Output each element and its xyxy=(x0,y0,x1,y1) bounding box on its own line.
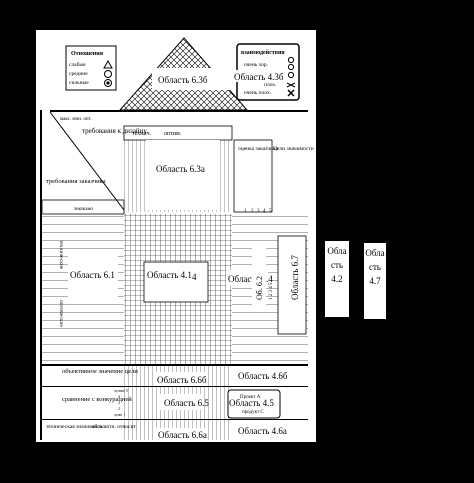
legend-interaction-title: взаимодействия xyxy=(241,49,285,56)
compare-scale: лучше 5 4 3 2 хуже 1 xyxy=(114,388,128,417)
area-4-1: Область 4.1 xyxy=(147,270,192,280)
double-plus-icon xyxy=(287,56,295,64)
area-4-5-product: продукт С xyxy=(242,410,264,415)
area-4-2-box: Обла сть 4.2 xyxy=(325,241,349,317)
area-6-1: Область 6.1 xyxy=(70,270,115,280)
roof-right-label: Область 4.3б xyxy=(234,72,284,82)
area-4-5-project: Проект А xyxy=(240,395,261,400)
rating-tick: 4 xyxy=(263,209,266,214)
roof-label: Область 6.3б xyxy=(158,75,208,85)
minus-icon xyxy=(286,82,296,88)
customer-assessment: оценка заказчика xyxy=(238,146,278,152)
double-minus-icon xyxy=(287,89,295,97)
target-values: Цели значимости xyxy=(273,146,314,152)
rating-tick: 1 xyxy=(244,209,247,214)
area-4-1-extra: 4 xyxy=(192,272,197,282)
rating-tick: 5 xyxy=(269,209,272,214)
tech-value-label: техническая значимость xyxy=(46,424,103,430)
compare-tick: хуже 1 xyxy=(114,412,125,417)
area-6-2: Об. 6.2 xyxy=(255,276,264,300)
area-4-6a: Область 4.6а xyxy=(238,426,287,436)
legend-interaction-item: очень плох. xyxy=(244,90,272,96)
circle-icon xyxy=(104,70,112,78)
area-4-7-box: Обла сть 4.7 xyxy=(364,243,386,319)
legend-interaction-item: очень хор. xyxy=(244,62,269,68)
compare-tick: 4 xyxy=(118,394,120,399)
area-4-7-line: сть xyxy=(368,262,382,272)
area-4-2-line: сть xyxy=(330,260,344,270)
rating-tick: 2 xyxy=(251,209,254,214)
area-4-5: Область 4.5 xyxy=(229,398,274,408)
optical-label: оптические xyxy=(58,300,64,327)
compare-tick: 2 xyxy=(118,406,120,411)
area-6-7: Область 6.7 xyxy=(290,255,300,300)
objective-label: объективное значение цели xyxy=(62,368,138,375)
legend-relations-item: сильные xyxy=(69,80,89,86)
double-circle-icon xyxy=(104,79,112,87)
compare-tick: 3 xyxy=(118,400,120,405)
rating-small: 1 2 3 4 5 xyxy=(269,282,274,300)
area-4-4: Область 4.4 xyxy=(228,274,273,284)
tech-header: технич. xyxy=(132,131,152,137)
value-label: значимо xyxy=(73,206,93,212)
area-4-2-line: 4.2 xyxy=(331,274,343,284)
legend-relations-title: Отношения xyxy=(71,51,104,57)
rating-scale: 1 2 3 4 5 xyxy=(244,209,272,214)
compare-label: сравнение с конкурацией xyxy=(62,396,132,403)
area-6-6a: Область 6.6а xyxy=(158,430,207,440)
opt-header: оптим. xyxy=(164,131,182,137)
technical-label: технические xyxy=(58,240,64,270)
rating-tick: 3 xyxy=(257,209,260,214)
design-req-label: требования к дизайну xyxy=(82,127,147,135)
area-4-2-line: Обла xyxy=(327,246,347,256)
area-4-7-line: 4.7 xyxy=(369,276,381,286)
legend-interaction-item: плох. xyxy=(264,82,277,88)
customer-req-label: требования заказчика xyxy=(46,178,106,185)
area-6-3a: Область 6.3а xyxy=(156,164,205,174)
area-6-5: Область 6.5 xyxy=(164,398,209,408)
neutral-icon xyxy=(287,71,295,79)
abs-label: абсолютн. относит. xyxy=(92,423,138,430)
compare-tick: лучше 5 xyxy=(114,388,128,393)
area-4-7-line: Обла xyxy=(365,248,385,258)
direction-label: макс. мин. опт. xyxy=(60,117,92,122)
legend-relations-item: средние xyxy=(69,71,88,77)
area-4-6b: Область 4.6б xyxy=(238,371,288,381)
area-4-5-box xyxy=(227,389,281,419)
legend-relations-item: слабые xyxy=(69,61,86,68)
triangle-icon xyxy=(103,59,113,69)
plus-icon xyxy=(287,63,295,71)
area-6-6b: Область 6.6б xyxy=(157,375,207,385)
